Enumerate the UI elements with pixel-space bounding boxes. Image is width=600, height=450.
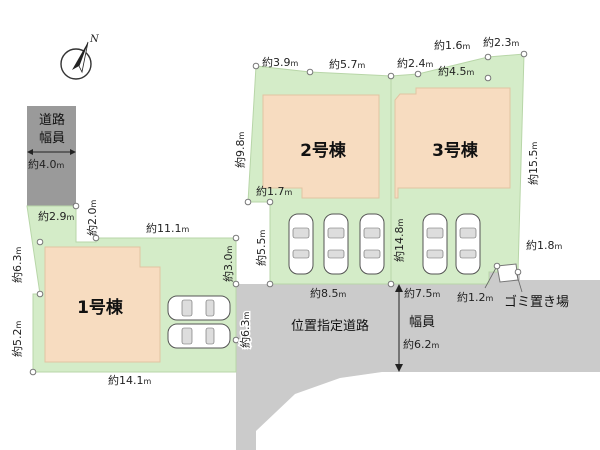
dim-label: 約2.3m: [483, 35, 520, 49]
north-arrow-icon: N: [60, 34, 100, 80]
parked-car: [359, 213, 385, 275]
designated-road-name: 位置指定道路: [291, 318, 369, 334]
dim-label: 約5.5m: [254, 230, 268, 267]
dim-label: 約15.5m: [526, 142, 540, 186]
garbage-area-label: ゴミ置き場: [504, 294, 569, 310]
north-label: N: [89, 34, 100, 45]
dim-label: 約11.1m: [146, 221, 190, 235]
parked-car: [422, 213, 448, 275]
designated-road: [236, 272, 600, 450]
boundary-points: [29, 50, 528, 376]
building-1-label: 1号棟: [77, 297, 124, 318]
building-2: [262, 94, 380, 199]
parked-car: [167, 295, 231, 321]
dim-label: 約1.2m: [457, 290, 494, 304]
dim-label: 約1.7m: [256, 184, 293, 198]
dim-label: 約6.3m: [10, 247, 24, 284]
public-road-title: 道路: [39, 112, 65, 128]
dim-label: 約1.8m: [526, 238, 563, 252]
building-2-label: 2号棟: [300, 140, 347, 161]
parked-car: [455, 213, 481, 275]
dim-label: 約2.4m: [397, 56, 434, 70]
dim-label: 約3.0m: [221, 246, 235, 283]
building-3-label: 3号棟: [432, 140, 479, 161]
dim-label: 約14.8m: [392, 219, 406, 263]
dim-label: 約5.7m: [329, 57, 366, 71]
dim-label: 約9.8m: [233, 132, 247, 169]
dim-label: 約14.1m: [108, 373, 152, 387]
public-road-width-label: 幅員: [39, 131, 65, 146]
road-width-label: 幅員: [409, 315, 435, 330]
dim-label: 約5.2m: [10, 321, 24, 358]
dim-label: 約4.5m: [438, 64, 475, 78]
dim-label: 約8.5m: [310, 286, 347, 300]
public-road-width: 約4.0m: [28, 157, 65, 171]
dim-label: 約6.3m: [238, 312, 252, 349]
building-3: [394, 87, 511, 199]
dim-label: 約3.9m: [262, 55, 299, 69]
building-1: [44, 246, 161, 363]
dim-label: 約2.9m: [38, 209, 75, 223]
dim-label: 約1.6m: [434, 38, 471, 52]
dim-label: 約2.0m: [85, 200, 99, 237]
public-road-stub: [27, 106, 76, 206]
parked-car: [167, 323, 231, 349]
road-width-value: 約6.2m: [403, 337, 440, 351]
parked-car: [288, 213, 314, 275]
dim-label: 約7.5m: [404, 286, 441, 300]
parked-car: [323, 213, 349, 275]
